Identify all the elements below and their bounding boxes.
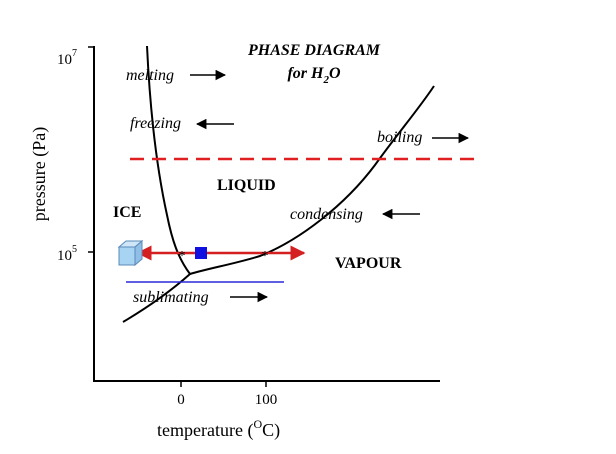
vaporization-curve [189,85,435,275]
melting-point-marker: * [179,249,186,264]
water-sample-square [195,247,207,259]
melting-label: melting [126,67,174,84]
xtick-0-label: 0 [177,392,185,408]
sublimating-label: sublimating [133,289,209,306]
region-vapour-label: VAPOUR [335,255,402,272]
freezing-label: freezing [130,115,181,132]
ytick-high-label: 107 [57,48,77,68]
sublimation-curve [122,273,191,323]
condensing-label: condensing [290,206,363,223]
ytick-mid-label: 105 [57,244,77,264]
ice-cube-icon [117,239,144,267]
diagram-title-line2: for H2O [287,65,341,86]
boiling-label: boiling [377,129,422,146]
boiling-point-marker: * [262,249,269,264]
y-axis-label: pressure (Pa) [29,127,50,221]
xtick-100-label: 100 [255,392,278,408]
diagram-title-line1: PHASE DIAGRAM [247,42,381,59]
x-axis-label: temperature (OC) [157,417,280,441]
region-liquid-label: LIQUID [217,177,276,194]
region-ice-label: ICE [113,204,141,221]
